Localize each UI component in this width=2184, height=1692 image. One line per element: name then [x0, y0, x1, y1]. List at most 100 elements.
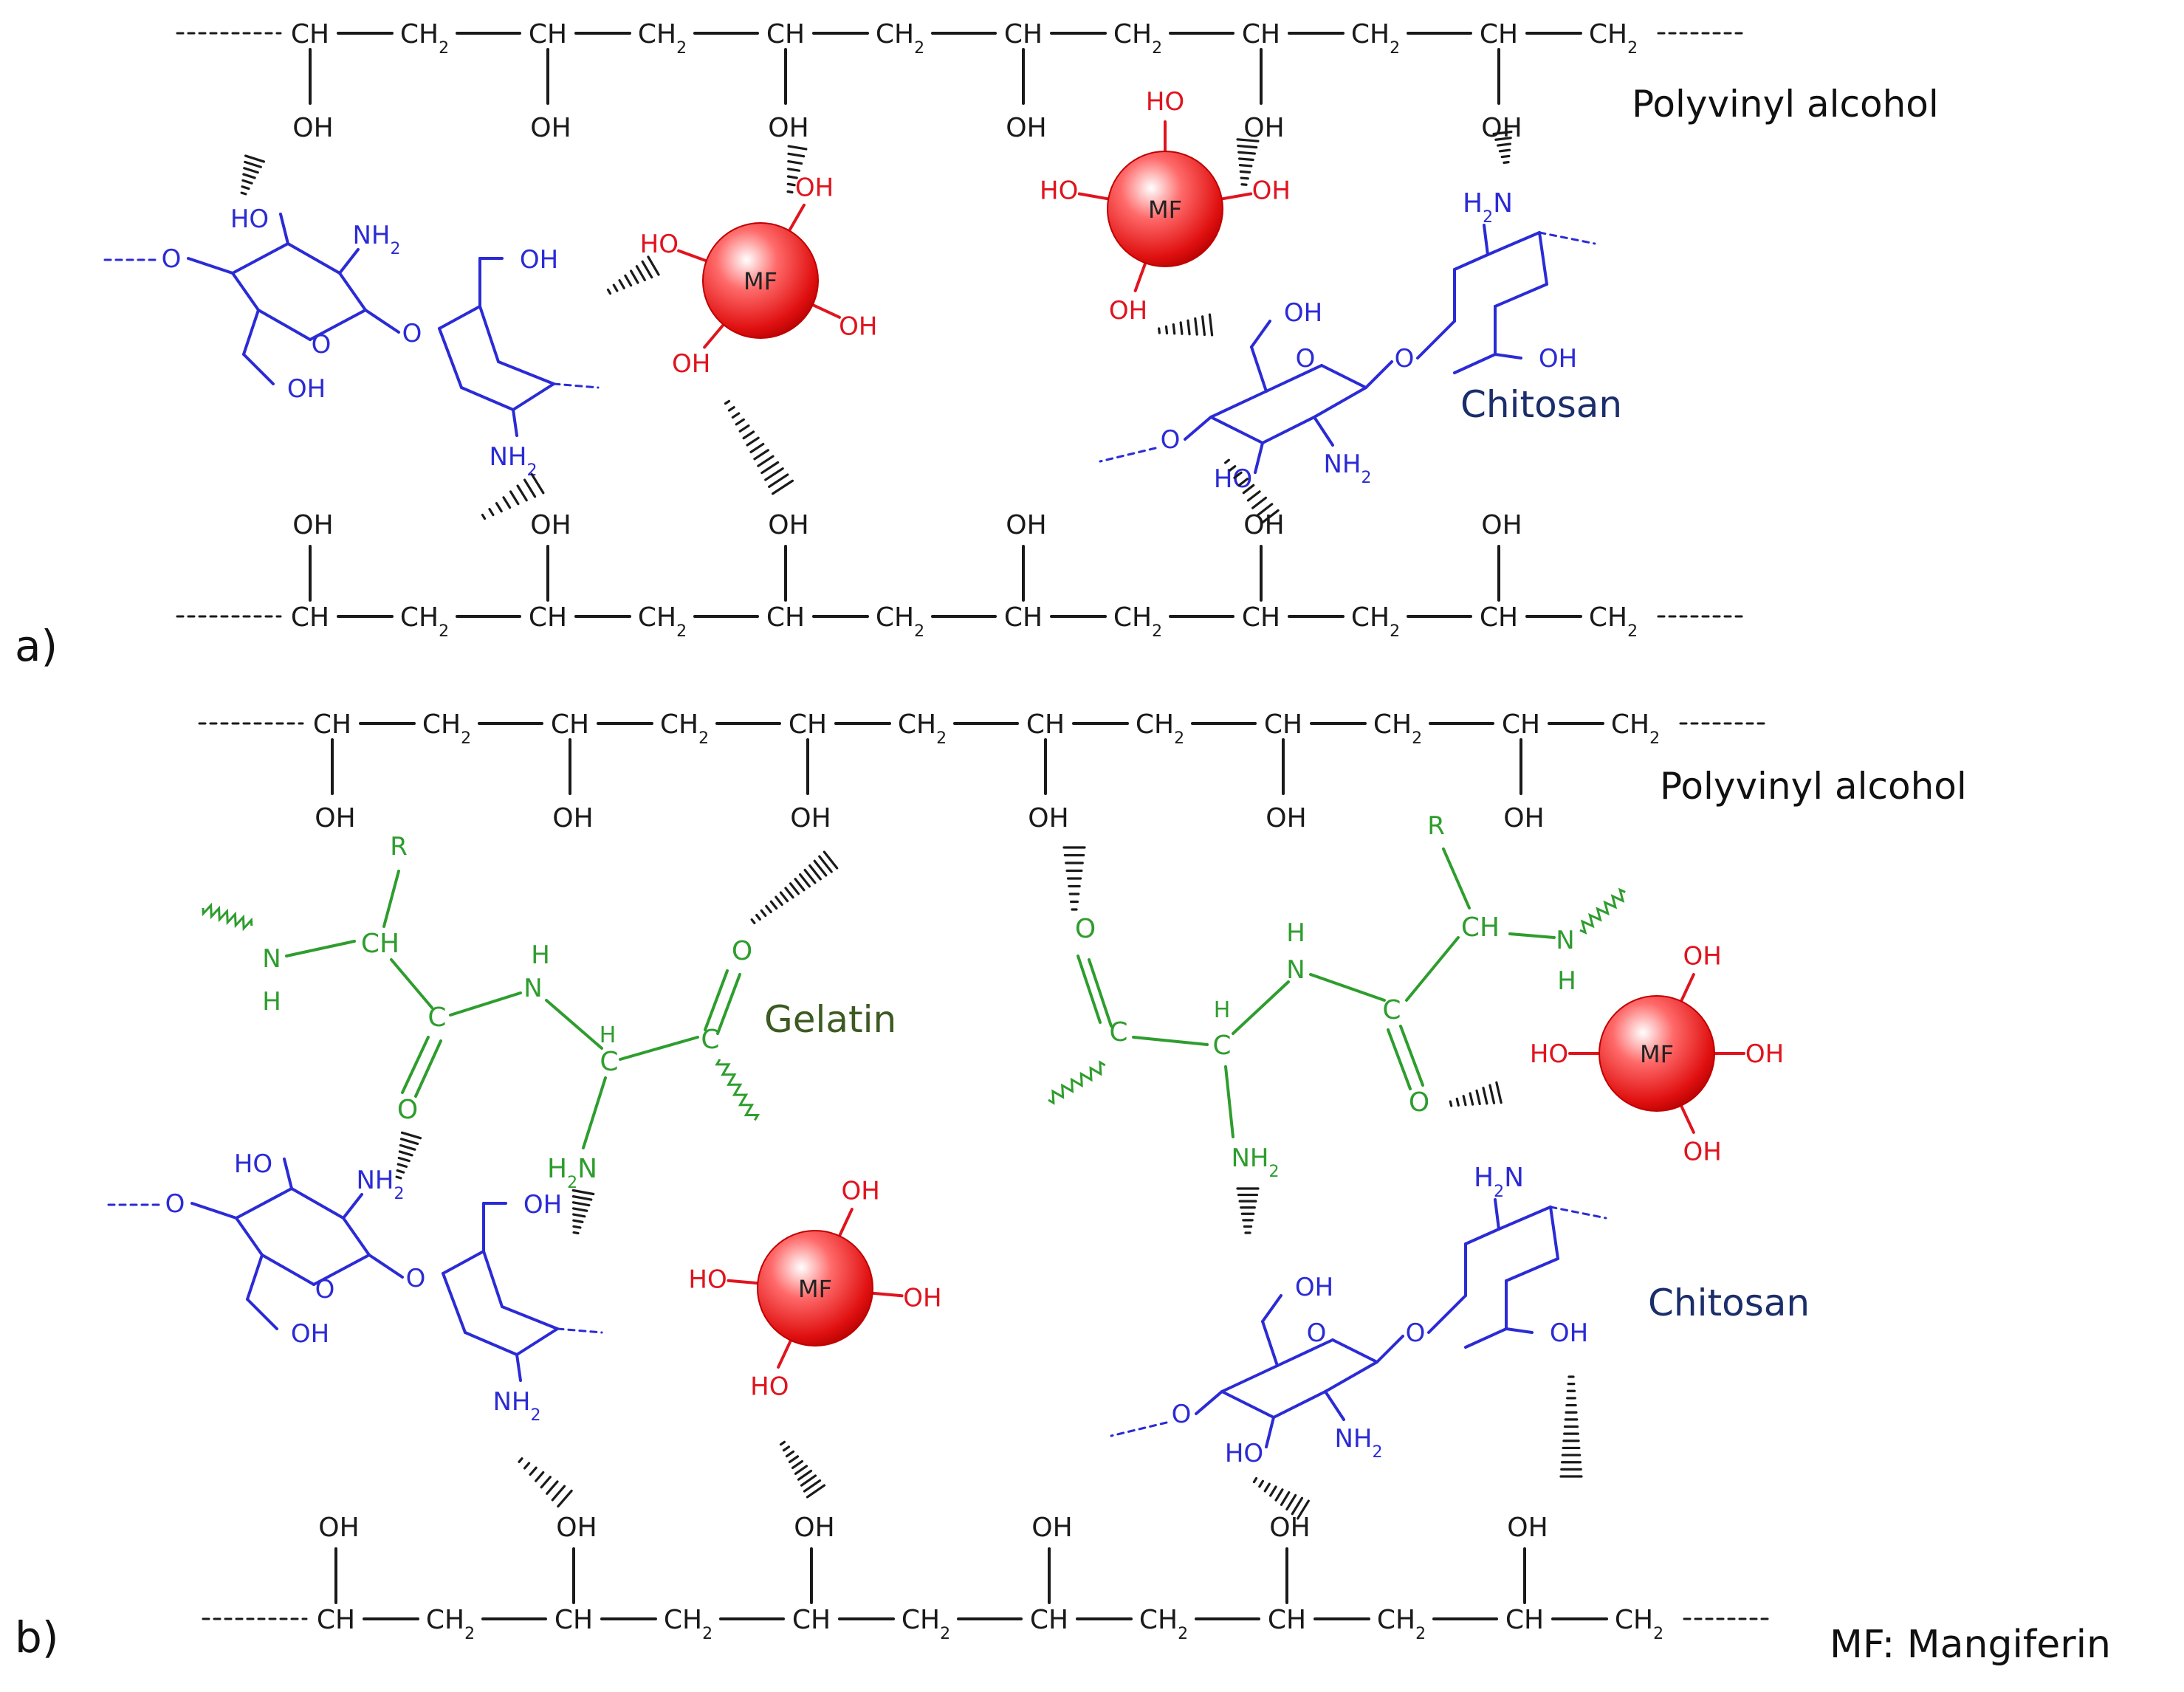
hash-stroke	[1258, 1479, 1265, 1488]
hash-stroke	[724, 399, 731, 405]
ring-bond	[515, 1353, 522, 1382]
hash-stroke	[749, 442, 765, 453]
hash-stroke	[518, 1457, 523, 1463]
hash-stroke	[241, 179, 253, 185]
hash-stroke	[813, 859, 828, 877]
ch2-group: CH2	[422, 709, 471, 748]
panel-b-tag: b)	[15, 1612, 58, 1662]
hash-stroke	[1280, 1490, 1291, 1507]
ring-bond	[1261, 1320, 1279, 1367]
ch2-group: CH2	[660, 709, 709, 748]
mf-hydroxyl: OH	[1745, 1039, 1784, 1069]
mf-hydroxyl: OH	[672, 349, 710, 379]
hash-stroke	[1469, 1092, 1474, 1106]
ch-group: CH	[1480, 602, 1518, 633]
hash-stroke	[572, 1219, 584, 1223]
amide-h: H	[1557, 966, 1576, 996]
ring-bond	[512, 408, 518, 437]
ring-bond	[342, 1217, 371, 1256]
hydrogen-bond	[1062, 846, 1086, 911]
mf-bond	[811, 303, 841, 319]
ring-bond	[501, 1305, 559, 1330]
hash-stroke	[1236, 138, 1260, 142]
ch-group: CH	[1505, 1605, 1544, 1635]
ring-bond	[338, 272, 367, 312]
hash-stroke	[540, 1476, 552, 1489]
ring-bond	[257, 309, 312, 341]
amine-label: NH2	[493, 1387, 541, 1425]
amine-label: H2N	[547, 1154, 597, 1192]
ch-group: CH	[1480, 19, 1518, 49]
mf-bond	[703, 323, 725, 349]
ch2-group: CH2	[1589, 602, 1638, 641]
ch-group: CH	[1502, 709, 1540, 740]
hash-stroke	[509, 490, 520, 506]
glycosidic-oxygen: O	[1172, 1400, 1192, 1429]
carbonyl-o: O	[1409, 1087, 1429, 1118]
ch-group: CH	[313, 709, 351, 740]
gelatin-bond	[1442, 847, 1471, 909]
hydrogen-bond	[1236, 138, 1260, 186]
hash-stroke	[1172, 323, 1176, 335]
ring-bond	[1427, 1294, 1467, 1334]
ring-bond	[1464, 1327, 1508, 1349]
ring-bond	[1364, 360, 1393, 389]
hash-stroke	[791, 1459, 804, 1469]
hash-stroke	[1455, 1097, 1460, 1107]
hydrogen-bond	[1224, 458, 1280, 525]
oh-group: OH	[1503, 803, 1544, 833]
hydroxyl-label: OH	[520, 245, 558, 275]
hash-stroke	[397, 1156, 411, 1163]
ring-bond	[1209, 390, 1268, 419]
wavy-chain-end	[1048, 1060, 1106, 1105]
hash-stroke	[572, 1231, 580, 1235]
ring-bond	[261, 1253, 315, 1286]
ch-group: CH	[1264, 709, 1302, 740]
ring-bond	[512, 382, 555, 411]
ring-bond	[1483, 224, 1489, 256]
hydrogen-bond	[240, 154, 265, 196]
hash-stroke	[1503, 161, 1510, 164]
hydrogen-bond	[786, 145, 808, 194]
hash-stroke	[1291, 1496, 1304, 1516]
hash-stroke	[612, 283, 619, 292]
ch2-group: CH2	[638, 602, 687, 641]
carbonyl-o: O	[732, 936, 752, 966]
ch-group: CH	[766, 602, 805, 633]
ring-bond	[235, 1217, 264, 1256]
hydrogen-bond	[724, 399, 794, 495]
hydroxyl-label: OH	[287, 374, 326, 404]
wavy-chain-end	[202, 902, 253, 932]
hydrogen-bond	[1158, 313, 1214, 337]
ring-bond	[1250, 320, 1271, 348]
ch2-group: CH2	[1351, 19, 1400, 58]
hash-stroke	[768, 473, 789, 488]
hash-stroke	[1482, 1087, 1488, 1105]
ring-bond	[242, 353, 275, 385]
ring-bond	[1313, 416, 1334, 447]
ch2-group: CH2	[1589, 19, 1638, 58]
hash-stroke	[546, 1480, 559, 1495]
chitosan-label-b: Chitosan	[1648, 1282, 1810, 1324]
hash-stroke	[1269, 1485, 1277, 1497]
gelatin-bond	[414, 1039, 442, 1098]
gelatin-bond	[390, 958, 433, 1009]
glycosidic-oxygen: O	[1161, 425, 1181, 455]
ch2-group: CH2	[426, 1605, 475, 1643]
mf-hydroxyl: OH	[1252, 176, 1291, 206]
hash-stroke	[572, 1225, 582, 1229]
ring-bond	[312, 1253, 371, 1286]
ring-bond	[1331, 1338, 1378, 1363]
ch-group: CH	[529, 602, 567, 633]
gelatin-bond	[285, 940, 356, 957]
hash-stroke	[757, 455, 775, 467]
hash-stroke	[244, 154, 265, 163]
hash-stroke	[1179, 321, 1184, 335]
mf-hydroxyl: OH	[795, 173, 834, 203]
